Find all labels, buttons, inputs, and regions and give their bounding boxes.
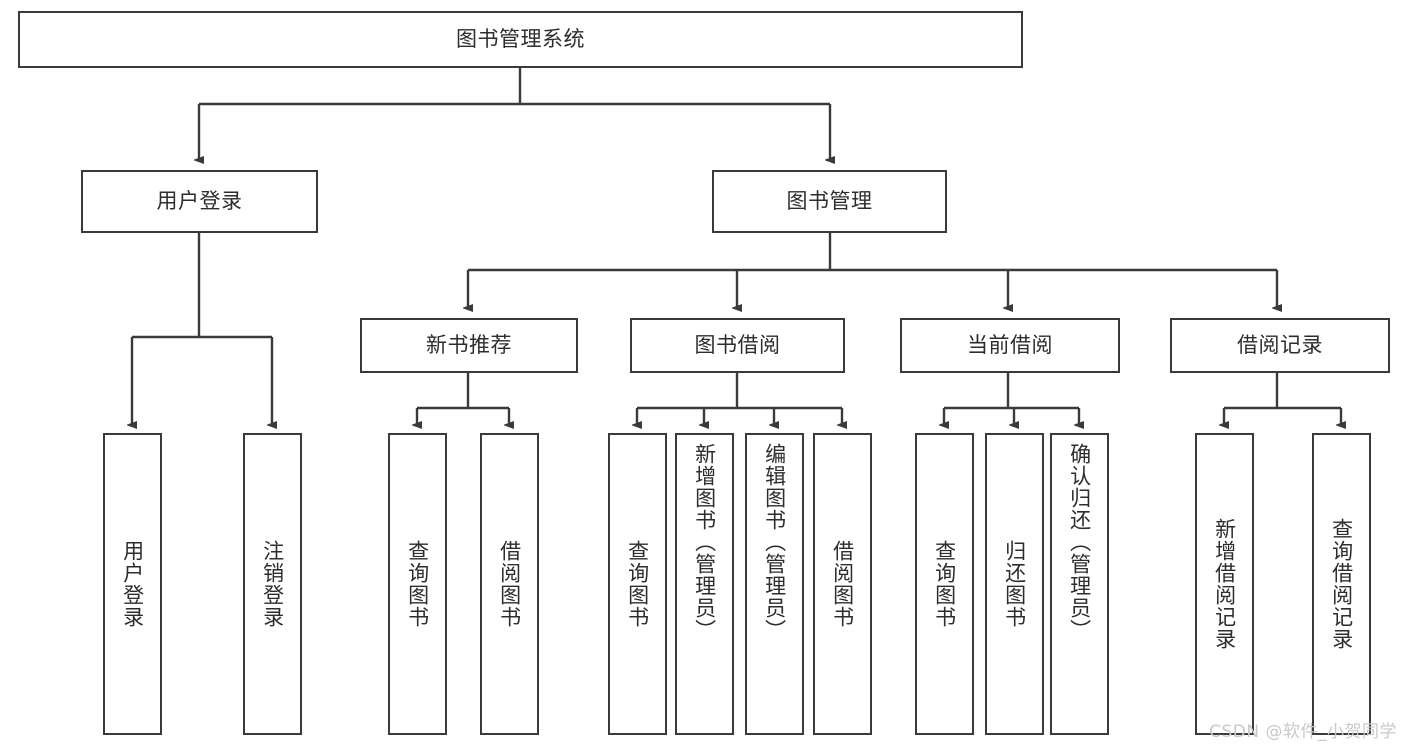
node-leaf-logout-login-label: 注销登录	[260, 540, 285, 628]
node-leaf-logout-login[interactable]: 注销登录	[243, 433, 302, 735]
node-user-login[interactable]: 用户登录	[81, 170, 318, 233]
node-book-management[interactable]: 图书管理	[712, 170, 947, 233]
node-leaf-query-book-2-label: 查询图书	[625, 540, 650, 628]
node-leaf-edit-book-label: 编辑图书（管理员）	[762, 443, 787, 641]
node-borrow-record-label: 借阅记录	[1237, 333, 1323, 358]
csdn-watermark: CSDN @软件_小贺同学	[1209, 722, 1397, 742]
node-leaf-borrow-book-1[interactable]: 借阅图书	[480, 433, 539, 735]
node-leaf-query-borrow-record-label: 查询借阅记录	[1329, 518, 1354, 650]
node-new-book-recommendation-label: 新书推荐	[426, 333, 512, 358]
node-leaf-borrow-book-2-label: 借阅图书	[830, 540, 855, 628]
node-user-login-label: 用户登录	[156, 189, 243, 214]
node-leaf-confirm-return-label: 确认归还（管理员）	[1067, 443, 1092, 641]
node-leaf-add-borrow-record[interactable]: 新增借阅记录	[1195, 433, 1254, 735]
node-leaf-add-book[interactable]: 新增图书（管理员）	[675, 433, 734, 735]
node-book-borrow-label: 图书借阅	[694, 333, 781, 358]
node-leaf-add-book-label: 新增图书（管理员）	[692, 443, 717, 641]
node-leaf-query-book-1[interactable]: 查询图书	[388, 433, 447, 735]
node-leaf-user-login[interactable]: 用户登录	[103, 433, 162, 735]
node-leaf-user-login-label: 用户登录	[120, 540, 145, 628]
node-system-title[interactable]: 图书管理系统	[18, 11, 1023, 68]
node-book-borrow[interactable]: 图书借阅	[630, 318, 845, 373]
node-leaf-borrow-book-1-label: 借阅图书	[497, 540, 522, 628]
node-leaf-borrow-book-2[interactable]: 借阅图书	[813, 433, 872, 735]
node-leaf-return-book[interactable]: 归还图书	[985, 433, 1044, 735]
node-borrow-record[interactable]: 借阅记录	[1170, 318, 1390, 373]
node-leaf-confirm-return[interactable]: 确认归还（管理员）	[1050, 433, 1109, 735]
node-leaf-edit-book[interactable]: 编辑图书（管理员）	[745, 433, 804, 735]
node-new-book-recommendation[interactable]: 新书推荐	[360, 318, 578, 373]
node-book-management-label: 图书管理	[786, 189, 873, 214]
node-leaf-query-book-2[interactable]: 查询图书	[608, 433, 667, 735]
node-leaf-add-borrow-record-label: 新增借阅记录	[1212, 518, 1237, 650]
node-leaf-query-book-1-label: 查询图书	[405, 540, 430, 628]
node-current-borrow[interactable]: 当前借阅	[900, 318, 1120, 373]
node-leaf-query-borrow-record[interactable]: 查询借阅记录	[1312, 433, 1371, 735]
node-leaf-query-book-3[interactable]: 查询图书	[915, 433, 974, 735]
node-system-title-label: 图书管理系统	[456, 27, 585, 52]
node-leaf-query-book-3-label: 查询图书	[932, 540, 957, 628]
node-current-borrow-label: 当前借阅	[967, 333, 1053, 358]
node-leaf-return-book-label: 归还图书	[1002, 540, 1027, 628]
